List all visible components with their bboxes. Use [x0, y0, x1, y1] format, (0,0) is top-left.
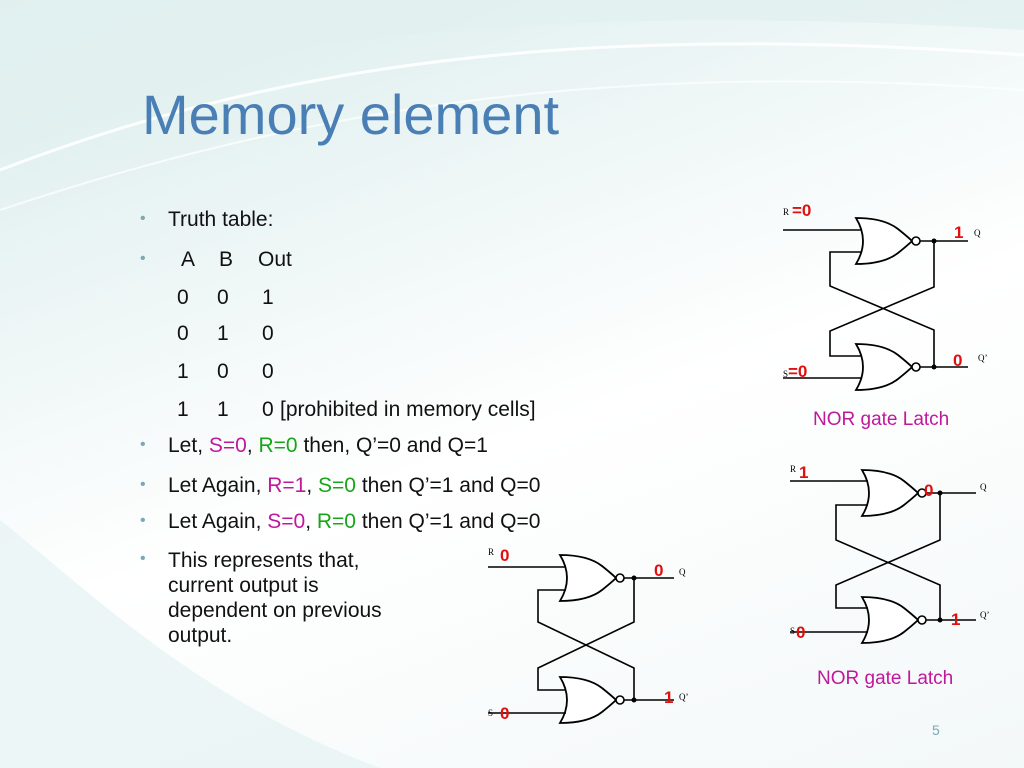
nor-gate-icon	[559, 676, 625, 724]
nor-gate-icon	[855, 343, 921, 391]
svg-text:1: 1	[799, 463, 808, 482]
bullet-dot-icon: •	[140, 512, 146, 529]
svg-text:1: 1	[951, 610, 960, 629]
header-out: Out	[258, 248, 292, 271]
latch-2-caption: NOR gate Latch	[817, 668, 954, 689]
svg-text:S: S	[790, 626, 795, 636]
header-b: B	[219, 248, 234, 271]
nor-gate-icon	[855, 217, 921, 265]
nor-latch-3: R 0 S 0 0 Q 1 Q’	[488, 546, 689, 724]
bullet-dot-icon: •	[140, 476, 146, 493]
bullet-dot-icon: •	[140, 210, 146, 227]
nor-latch-1: R =0 S =0 1 Q 0 Q’	[783, 201, 988, 391]
svg-text:Q: Q	[980, 482, 987, 492]
nor-gate-icon	[559, 554, 625, 602]
svg-text:R: R	[488, 547, 494, 557]
svg-text:1: 1	[954, 223, 963, 242]
svg-text:0: 0	[953, 351, 962, 370]
svg-text:S: S	[488, 708, 493, 718]
svg-text:=0: =0	[792, 201, 811, 220]
svg-text:R: R	[783, 207, 789, 217]
bullet-dot-icon: •	[140, 436, 146, 453]
svg-text:1: 1	[664, 688, 673, 707]
svg-text:Q: Q	[679, 567, 686, 577]
header-a: A	[181, 248, 196, 271]
svg-text:Q’: Q’	[978, 353, 988, 363]
svg-text:0: 0	[924, 481, 933, 500]
svg-text:=0: =0	[788, 362, 807, 381]
nor-latch-2: R 1 S 0 0 Q 1 Q’	[790, 463, 990, 644]
svg-text:0: 0	[500, 704, 509, 723]
svg-text:S: S	[783, 369, 788, 379]
svg-text:0: 0	[796, 623, 805, 642]
page-number: 5	[932, 722, 940, 738]
svg-text:R: R	[790, 464, 796, 474]
latch-1-caption: NOR gate Latch	[813, 409, 950, 430]
bullet-dot-icon: •	[140, 250, 146, 267]
nor-gate-icon	[861, 469, 927, 517]
svg-text:0: 0	[654, 561, 663, 580]
slide-title: Memory element	[142, 83, 560, 146]
bullet-dot-icon: •	[140, 550, 146, 567]
nor-gate-icon	[861, 596, 927, 644]
svg-text:Q’: Q’	[980, 610, 990, 620]
svg-text:Q’: Q’	[679, 692, 689, 702]
svg-text:0: 0	[500, 546, 509, 565]
svg-text:Q: Q	[974, 228, 981, 238]
prohibited-note: [prohibited in memory cells]	[280, 398, 536, 421]
